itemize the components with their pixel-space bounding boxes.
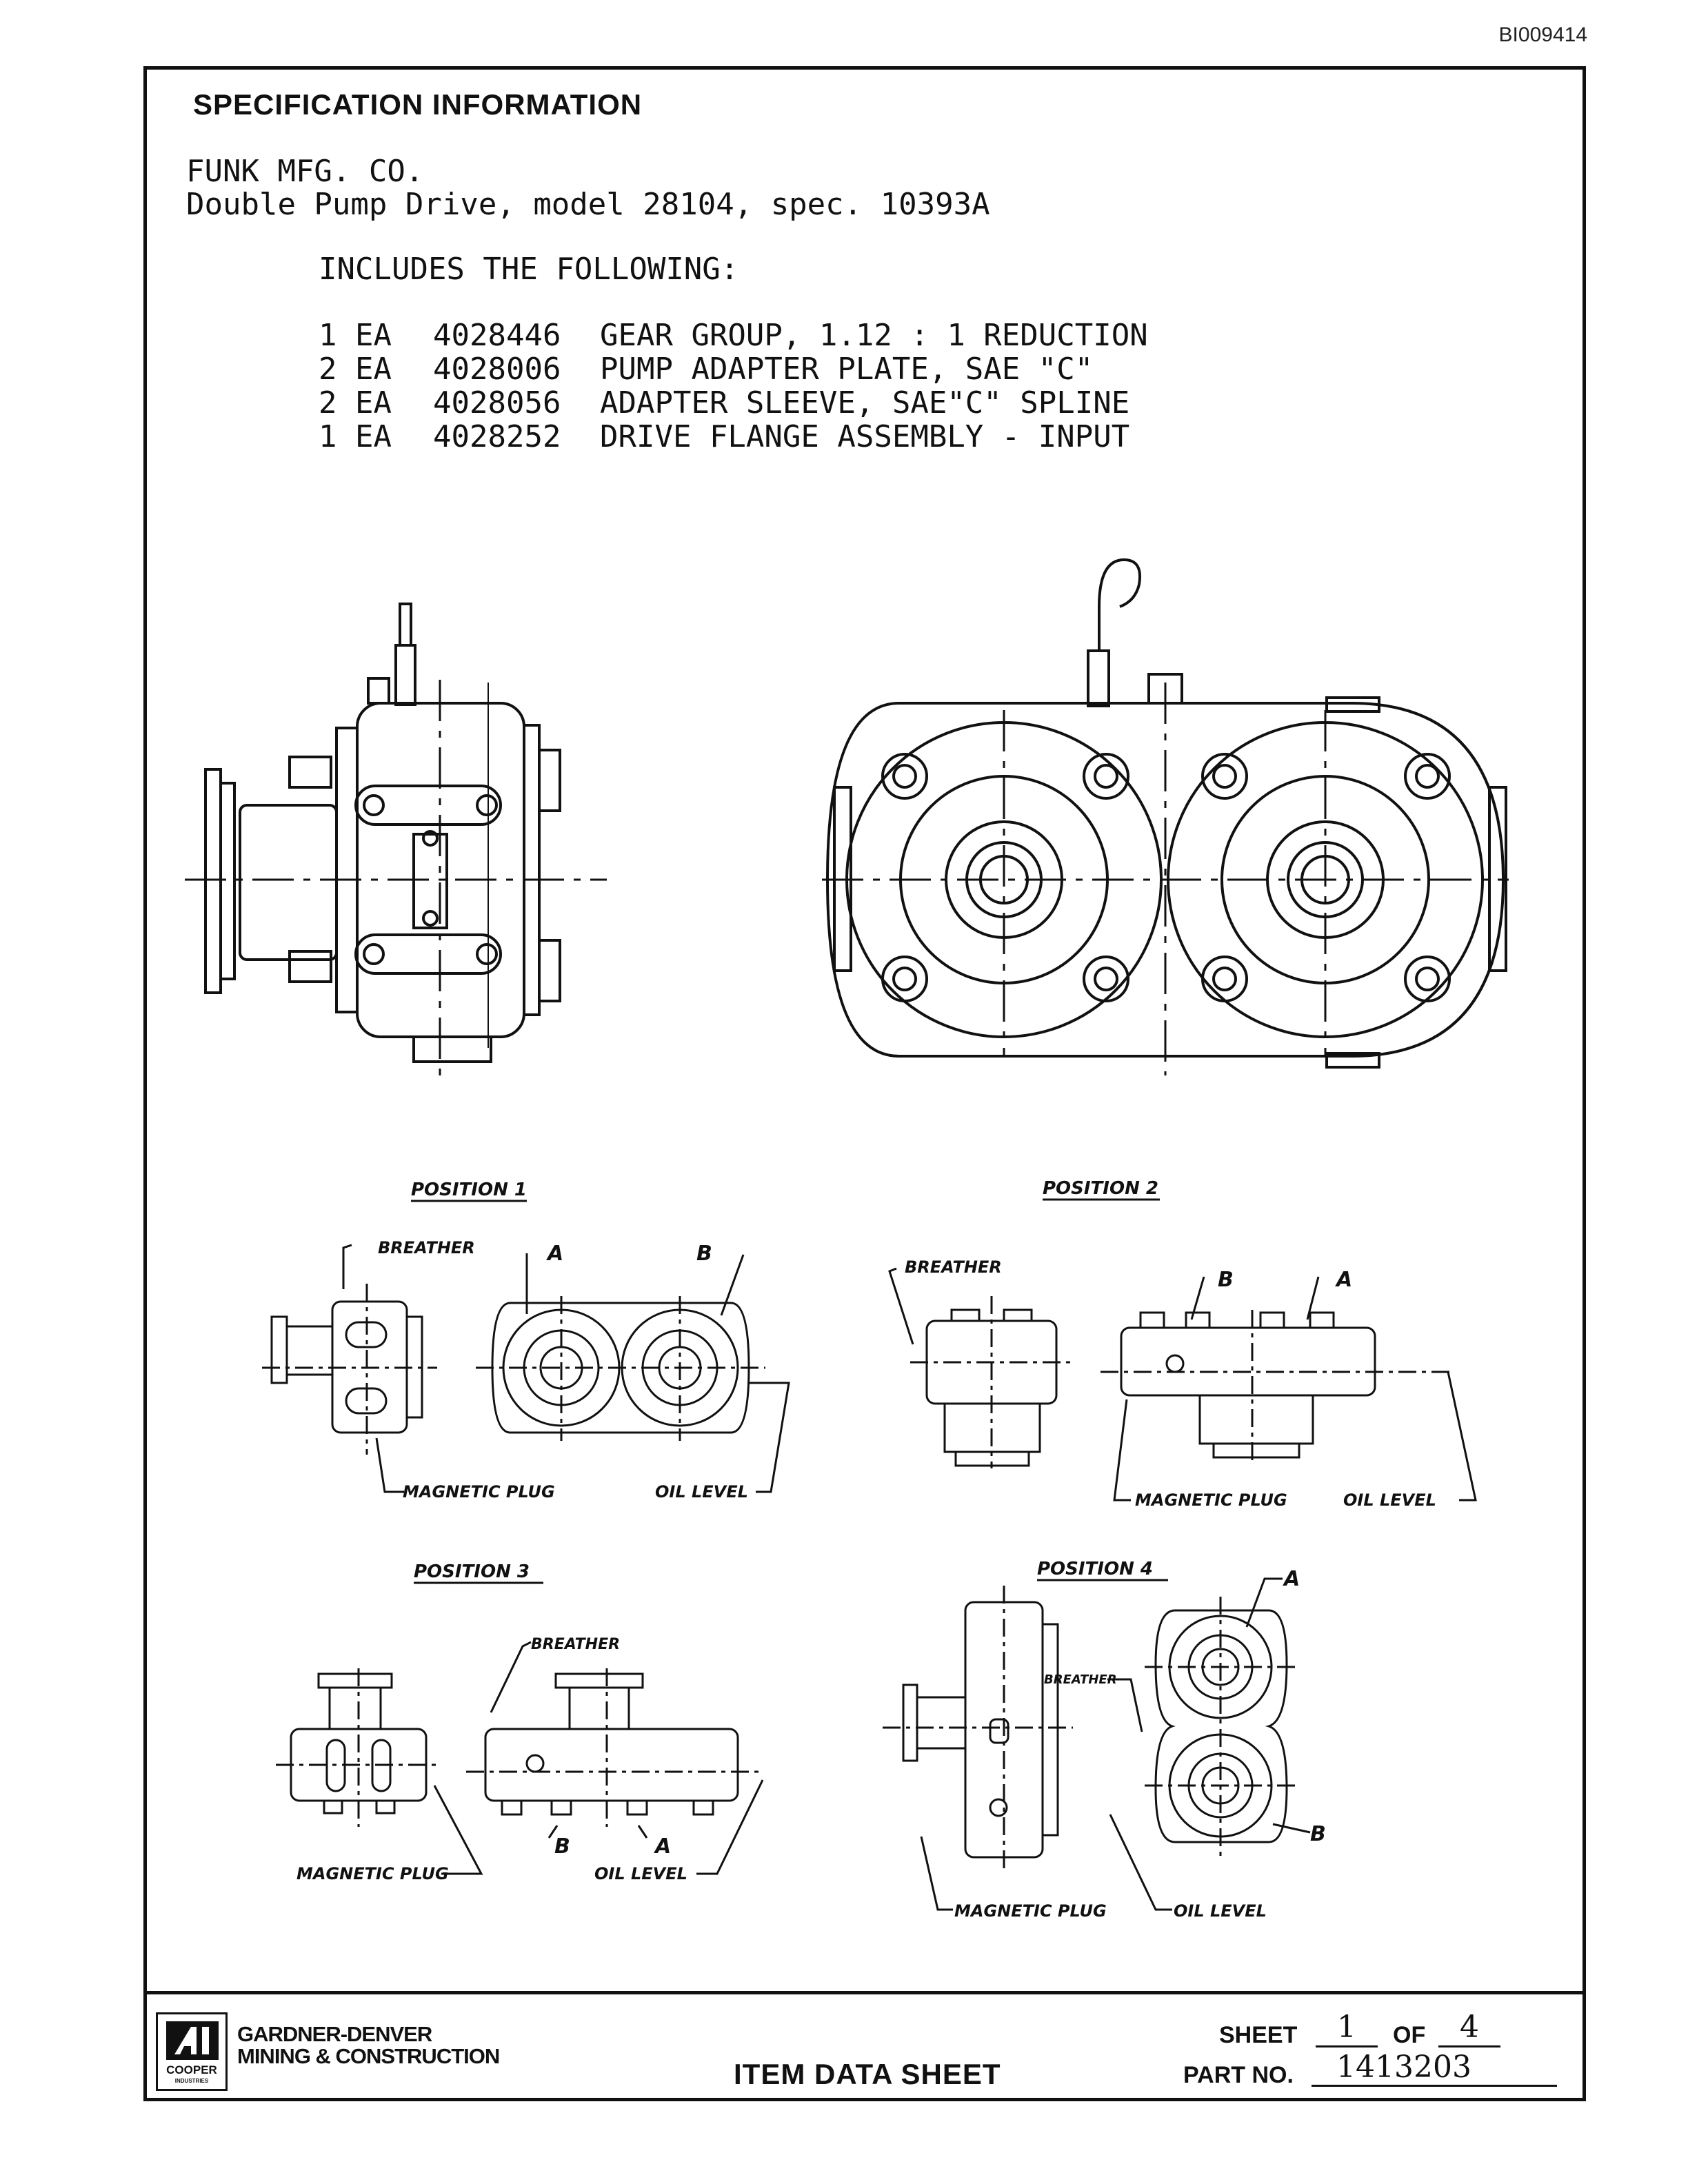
- port-b-label: B: [554, 1834, 570, 1859]
- position-3-title: POSITION 3: [414, 1561, 530, 1582]
- oil-level-label: OIL LEVEL: [655, 1482, 748, 1502]
- position-4-labels: POSITION 4 A BREATHER B MAGNETIC PLUG OI…: [954, 1559, 1326, 1921]
- includes-label: INCLUDES THE FOLLOWING:: [319, 252, 739, 287]
- item-description: GEAR GROUP, 1.12 : 1 REDUCTION: [600, 318, 1148, 353]
- title-block: COOPER INDUSTRIES GARDNER-DENVER MINING …: [143, 1991, 1586, 2101]
- sheet-label: SHEET: [1219, 2022, 1298, 2048]
- port-a-label: A: [1335, 1268, 1352, 1292]
- brand-line-2: MINING & CONSTRUCTION: [237, 2044, 500, 2068]
- company-name: FUNK MFG. CO.: [186, 154, 424, 189]
- magnetic-plug-label: MAGNETIC PLUG: [954, 1901, 1107, 1921]
- document-id: BI009414: [1498, 23, 1587, 46]
- item-part-number: 4028252: [433, 419, 561, 454]
- sheet-total: 4: [1438, 2010, 1500, 2048]
- breather-label: BREATHER: [905, 1257, 1002, 1277]
- product-description: Double Pump Drive, model 28104, spec. 10…: [186, 187, 990, 222]
- position-4-drawing: [883, 1577, 1311, 1911]
- item-list: 1 EA 4028446 GEAR GROUP, 1.12 : 1 REDUCT…: [319, 318, 1148, 454]
- item-description: DRIVE FLANGE ASSEMBLY - INPUT: [600, 419, 1130, 454]
- position-2-labels: POSITION 2 BREATHER B A MAGNETIC PLUG OI…: [905, 1178, 1436, 1510]
- company-brand: GARDNER-DENVER MINING & CONSTRUCTION: [237, 2022, 500, 2068]
- oil-level-label: OIL LEVEL: [594, 1864, 687, 1883]
- breather-label: BREATHER: [1044, 1672, 1117, 1687]
- list-item: 2 EA 4028006 PUMP ADAPTER PLATE, SAE "C": [319, 352, 1093, 387]
- side-view-drawing: [185, 603, 607, 1075]
- item-qty: 1 EA: [319, 419, 392, 454]
- port-b-label: B: [696, 1242, 712, 1266]
- logo-text: COOPER: [166, 2063, 217, 2076]
- list-item: 2 EA 4028056 ADAPTER SLEEVE, SAE"C" SPLI…: [319, 385, 1129, 421]
- list-item: 1 EA 4028446 GEAR GROUP, 1.12 : 1 REDUCT…: [319, 318, 1148, 353]
- breather-label: BREATHER: [378, 1238, 475, 1257]
- port-b-label: B: [1310, 1822, 1326, 1846]
- position-1-drawing: [262, 1244, 790, 1493]
- sheet-number: 1: [1316, 2010, 1378, 2048]
- position-1-title: POSITION 1: [411, 1180, 527, 1200]
- oil-level-label: OIL LEVEL: [1343, 1490, 1436, 1510]
- port-a-label: A: [546, 1242, 563, 1266]
- port-b-label: B: [1218, 1268, 1234, 1292]
- document-type: ITEM DATA SHEET: [734, 2058, 1001, 2090]
- position-2-title: POSITION 2: [1043, 1178, 1158, 1199]
- item-part-number: 4028006: [433, 352, 561, 387]
- technical-drawings: POSITION 1 BREATHER A B MAGNETIC PLUG OI…: [185, 558, 1509, 1921]
- spec-title: SPECIFICATION INFORMATION: [193, 88, 643, 121]
- logo-mark-icon: [166, 2021, 219, 2060]
- item-part-number: 4028446: [433, 318, 561, 353]
- position-2-drawing: [888, 1267, 1477, 1502]
- page-frame: [143, 66, 1586, 2101]
- port-a-label: A: [654, 1834, 671, 1859]
- position-4-title: POSITION 4: [1037, 1559, 1153, 1579]
- position-1-labels: POSITION 1 BREATHER A B MAGNETIC PLUG OI…: [378, 1180, 748, 1502]
- item-qty: 2 EA: [319, 352, 392, 387]
- list-item: 1 EA 4028252 DRIVE FLANGE ASSEMBLY - INP…: [319, 419, 1129, 454]
- port-a-label: A: [1283, 1567, 1300, 1591]
- magnetic-plug-label: MAGNETIC PLUG: [1135, 1490, 1287, 1510]
- position-3-drawing: [276, 1641, 764, 1875]
- item-description: ADAPTER SLEEVE, SAE"C" SPLINE: [600, 385, 1130, 421]
- item-qty: 1 EA: [319, 318, 392, 353]
- breather-label: BREATHER: [531, 1636, 620, 1653]
- brand-line-1: GARDNER-DENVER: [237, 2022, 432, 2046]
- oil-level-label: OIL LEVEL: [1174, 1901, 1267, 1921]
- magnetic-plug-label: MAGNETIC PLUG: [403, 1482, 555, 1502]
- of-label: OF: [1393, 2022, 1426, 2048]
- item-description: PUMP ADAPTER PLATE, SAE "C": [600, 352, 1094, 387]
- front-view-drawing: [822, 558, 1509, 1075]
- part-no-label: PART NO.: [1183, 2062, 1294, 2088]
- company-logo: COOPER INDUSTRIES: [156, 2012, 228, 2091]
- part-number: 1413203: [1312, 2050, 1557, 2087]
- logo-subtext: INDUSTRIES: [174, 2078, 209, 2084]
- item-qty: 2 EA: [319, 385, 392, 421]
- position-3-labels: POSITION 3 BREATHER B A MAGNETIC PLUG OI…: [297, 1561, 687, 1883]
- item-part-number: 4028056: [433, 385, 561, 421]
- magnetic-plug-label: MAGNETIC PLUG: [297, 1864, 449, 1883]
